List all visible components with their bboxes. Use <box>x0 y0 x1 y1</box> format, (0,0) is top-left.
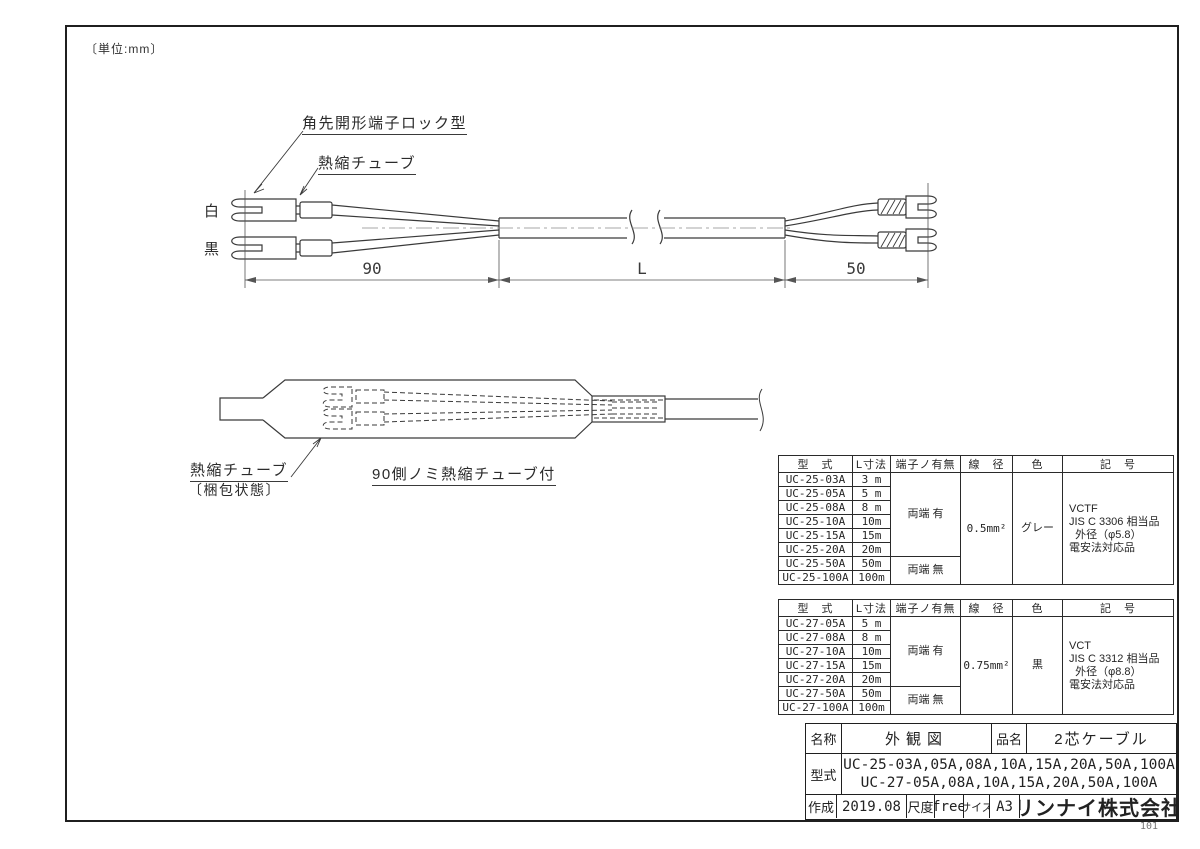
created-date: 2019.08 <box>836 795 906 818</box>
col-length: L寸法 <box>852 599 891 617</box>
col-model: 型 式 <box>778 599 853 617</box>
col-terminal: 端子ノ有無 <box>890 599 961 617</box>
model-line-uc27: UC-27-05A,08A,10A,15A,20A,50A,100A <box>860 775 1158 791</box>
col-model: 型 式 <box>778 455 853 473</box>
wire-black-label: 黒 <box>204 241 220 258</box>
packaged-state-label: 〔梱包状態〕 <box>188 482 281 498</box>
spec-table-uc25: 型 式 L寸法 端子ノ有無 線 径 色 記 号 UC-25-03A 3 m 両端… <box>778 455 1174 585</box>
model-list: UC-25-03A,05A,08A,10A,15A,20A,50A,100A U… <box>841 754 1176 794</box>
wire-gauge: 0.75mm² <box>960 616 1013 715</box>
spec-table-uc27: 型 式 L寸法 端子ノ有無 線 径 色 記 号 UC-27-05A 5 m 両端… <box>778 599 1174 715</box>
packaged-shrink-tube-label: 熱縮チューブ <box>190 459 289 482</box>
drawing-frame <box>65 25 1179 822</box>
terminal-type-label: 角先開形端子ロック型 <box>302 112 468 135</box>
name-label: 名称 <box>810 732 837 747</box>
col-symbol: 記 号 <box>1062 455 1174 473</box>
table-row: UC-25-03A 3 m 両端 有 0.5mm² グレー VCTF JIS C… <box>778 472 1174 585</box>
scale-label: 尺度 <box>906 795 934 818</box>
table-row: UC-27-50A 50m 両端 無 <box>778 686 1174 715</box>
table-row: UC-25-50A 50m 両端 無 <box>778 556 1174 585</box>
dimension-90: 90 <box>362 259 382 278</box>
terminal-presence: 両端 有 <box>890 472 961 557</box>
col-symbol: 記 号 <box>1062 599 1174 617</box>
title-block-row-name: 名称 外観図 品名 2芯ケーブル <box>806 724 1176 753</box>
terminal-presence: 両端 無 <box>890 556 961 585</box>
title-block-row-meta: 作成 2019.08 尺度 free サイズ A3 リンナイ株式会社 <box>806 794 1176 818</box>
col-color: 色 <box>1012 455 1063 473</box>
table-header-row: 型 式 L寸法 端子ノ有無 線 径 色 記 号 <box>778 455 1174 473</box>
wire-gauge: 0.5mm² <box>960 472 1013 585</box>
size-label: サイズ <box>963 795 989 818</box>
table-header-row: 型 式 L寸法 端子ノ有無 線 径 色 記 号 <box>778 599 1174 617</box>
packaged-note-label: 90側ノミ熱縮チューブ付 <box>372 463 556 486</box>
col-terminal: 端子ノ有無 <box>890 455 961 473</box>
col-gauge: 線 径 <box>960 599 1013 617</box>
terminal-presence: 両端 有 <box>890 616 961 687</box>
model-label: 型式 <box>810 767 837 783</box>
title-block: 名称 外観図 品名 2芯ケーブル 型式 UC-25-03A,05A,08A,10… <box>805 723 1177 820</box>
scale-value: free <box>934 795 963 818</box>
spec-symbol: VCT JIS C 3312 相当品 外径（φ8.8） 電安法対応品 <box>1062 616 1174 715</box>
shrink-tube-label: 熱縮チューブ <box>318 152 417 175</box>
wire-white-label: 白 <box>204 203 220 220</box>
cable-color: 黒 <box>1012 616 1063 715</box>
cable-color: グレー <box>1012 472 1063 585</box>
drawing-name: 外観図 <box>841 724 991 753</box>
dimension-50: 50 <box>846 259 866 278</box>
product-label: 品名 <box>991 724 1026 753</box>
col-gauge: 線 径 <box>960 455 1013 473</box>
terminal-presence: 両端 無 <box>890 686 961 715</box>
company-name: リンナイ株式会社 <box>1019 795 1176 818</box>
size-value: A3 <box>989 795 1019 818</box>
col-length: L寸法 <box>852 455 891 473</box>
model-line-uc25: UC-25-03A,05A,08A,10A,15A,20A,50A,100A <box>843 757 1175 773</box>
dimension-L: L <box>637 259 647 278</box>
table-row: UC-27-05A 5 m 両端 有 0.75mm² 黒 VCT JIS C 3… <box>778 616 1174 715</box>
product-name: 2芯ケーブル <box>1026 724 1176 753</box>
unit-note: 〔単位:mm〕 <box>85 42 164 56</box>
title-block-row-model: 型式 UC-25-03A,05A,08A,10A,15A,20A,50A,100… <box>806 753 1176 794</box>
spec-symbol: VCTF JIS C 3306 相当品 外径（φ5.8） 電安法対応品 <box>1062 472 1174 585</box>
col-color: 色 <box>1012 599 1063 617</box>
created-label: 作成 <box>807 800 834 815</box>
page-number: 101 <box>1140 821 1159 832</box>
